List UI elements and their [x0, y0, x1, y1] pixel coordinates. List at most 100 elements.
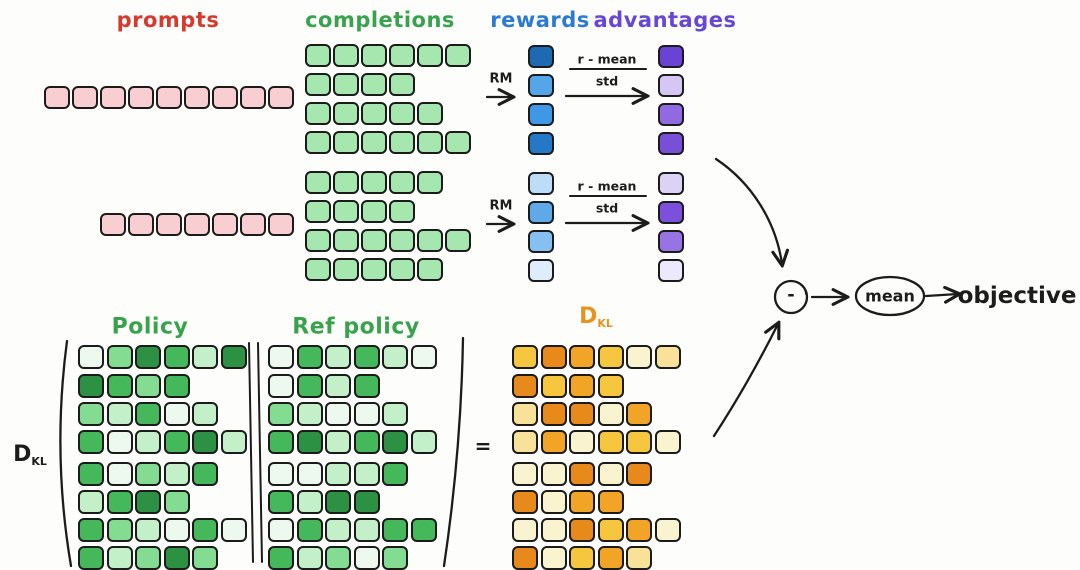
kl-token	[540, 345, 567, 369]
rm-label-1: RM	[489, 71, 513, 87]
policy-token	[106, 490, 133, 514]
policy-token	[192, 345, 218, 369]
arrow-mean-to-objective	[924, 294, 958, 296]
completion-token	[417, 229, 443, 252]
ref-policy-token	[325, 402, 351, 426]
completion-token	[361, 171, 387, 194]
prompt-token	[156, 86, 182, 109]
kl-token	[512, 518, 538, 542]
policy-token	[78, 345, 104, 369]
completion-token	[305, 200, 331, 223]
ref-policy-token	[382, 518, 408, 542]
policy-token	[78, 430, 104, 454]
ref-policy-token	[268, 546, 294, 570]
prompt-token	[128, 86, 154, 109]
policy-token	[78, 374, 104, 398]
policy-token	[106, 518, 133, 542]
reward-token	[528, 74, 554, 97]
completions-label: completions	[305, 8, 455, 32]
ref-policy-token	[268, 518, 294, 542]
dkl-operator-sub: KL	[31, 455, 47, 468]
prompt-token	[184, 86, 210, 109]
ref-policy-token	[325, 462, 351, 486]
policy-label: Policy	[111, 314, 189, 340]
kl-token	[654, 518, 681, 542]
kl-token	[540, 546, 567, 570]
minus-node-circle	[773, 279, 809, 315]
policy-token	[163, 430, 190, 454]
completion-token	[361, 73, 387, 96]
completion-token	[305, 73, 331, 96]
completion-token	[305, 258, 331, 281]
completion-token	[333, 200, 359, 223]
kl-token	[569, 345, 595, 369]
ref-policy-token	[325, 546, 351, 570]
ref-policy-token	[410, 430, 437, 454]
policy-token	[135, 345, 161, 369]
policy-token	[220, 518, 247, 542]
completion-token	[361, 258, 387, 281]
policy-token	[135, 430, 161, 454]
advantage-token	[658, 230, 684, 253]
ref-policy-token	[382, 462, 408, 486]
ref-policy-token	[296, 402, 323, 426]
completion-token	[417, 171, 443, 194]
completion-token	[333, 229, 359, 252]
objective-label: objective	[957, 283, 1077, 309]
ref-policy-token	[353, 430, 380, 454]
dkl-title-label: DKL	[579, 304, 613, 330]
completion-token	[445, 131, 471, 154]
kl-token	[626, 402, 652, 426]
ref-policy-token	[353, 518, 380, 542]
dkl-operator-base: D	[13, 442, 32, 467]
completion-token	[417, 102, 443, 125]
prompt-token	[212, 213, 238, 236]
completion-token	[361, 229, 387, 252]
policy-token	[106, 546, 133, 570]
ref-policy-token	[268, 430, 294, 454]
prompt-token	[268, 213, 294, 236]
completion-token	[445, 229, 471, 252]
kl-token	[654, 345, 681, 369]
kl-token	[597, 374, 624, 398]
completion-token	[417, 131, 443, 154]
policy-token	[192, 430, 218, 454]
ref-policy-token	[296, 490, 323, 514]
kl-token	[597, 462, 624, 486]
kl-token	[512, 490, 538, 514]
prompts-label: prompts	[116, 8, 220, 32]
left-parenthesis	[59, 339, 73, 568]
ref-policy-token	[353, 546, 380, 570]
prompt-token	[100, 213, 126, 236]
ref-policy-token	[268, 490, 294, 514]
policy-token	[106, 430, 133, 454]
policy-token	[135, 546, 161, 570]
completion-token	[417, 44, 443, 67]
ref-policy-token	[296, 430, 323, 454]
reward-token	[528, 132, 554, 155]
kl-token	[512, 345, 538, 369]
ref-policy-token	[382, 345, 408, 369]
ref-policy-token	[353, 402, 380, 426]
ref-policy-token	[382, 546, 408, 570]
policy-token	[106, 345, 133, 369]
advantage-token	[658, 172, 684, 195]
kl-token	[569, 490, 595, 514]
ref-policy-token	[382, 402, 408, 426]
kl-token	[540, 402, 567, 426]
ref-policy-token	[268, 345, 294, 369]
completion-token	[361, 102, 387, 125]
reward-token	[528, 230, 554, 253]
completion-token	[333, 131, 359, 154]
prompt-token	[268, 86, 294, 109]
prompt-token	[44, 86, 70, 109]
advantage-token	[658, 103, 684, 126]
completion-token	[361, 131, 387, 154]
policy-token	[220, 430, 247, 454]
kl-token	[626, 430, 652, 454]
dkl-operator-label: DKL	[13, 442, 47, 468]
prompt-token	[156, 213, 182, 236]
completion-token	[333, 258, 359, 281]
policy-token	[106, 462, 133, 486]
